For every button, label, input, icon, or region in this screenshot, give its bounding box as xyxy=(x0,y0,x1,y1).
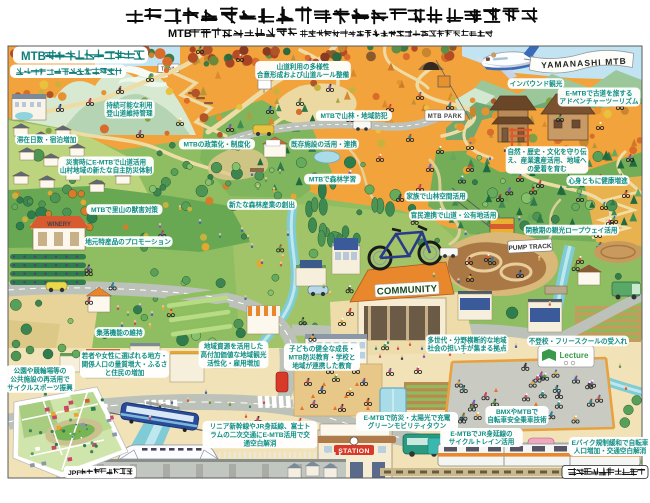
svg-text:地元特産品のプロモーション: 地元特産品のプロモーション xyxy=(85,237,171,246)
svg-text:アドベンチャーツーリズム: アドベンチャーツーリズム xyxy=(560,97,639,106)
svg-text:地域資源を活用した: 地域資源を活用した xyxy=(204,342,264,351)
svg-text:の愛着を育む: の愛着を育む xyxy=(527,164,567,173)
svg-text:不登校・フリースクールの受入れ: 不登校・フリースクールの受入れ xyxy=(529,337,628,346)
svg-text:登山道維持管理: 登山道維持管理 xyxy=(105,109,153,118)
svg-text:MTB防災教育・学校と: MTB防災教育・学校と xyxy=(288,353,355,362)
svg-text:子どもの健全な成長・: 子どもの健全な成長・ xyxy=(289,344,355,353)
svg-text:MTBの政策化・制度化: MTBの政策化・制度化 xyxy=(183,140,250,149)
svg-text:活性化・雇用増加: 活性化・雇用増加 xyxy=(207,358,260,367)
svg-text:YAMANASHI MTB: YAMANASHI MTB xyxy=(541,56,627,70)
svg-text:関係人口の量質増大・ふるさ: 関係人口の量質増大・ふるさ xyxy=(82,360,168,369)
svg-text:Lecture: Lecture xyxy=(560,351,589,360)
svg-text:グリーンモビリティタウン: グリーンモビリティタウン xyxy=(368,421,447,430)
svg-text:高付加価値な地域観光: 高付加価値な地域観光 xyxy=(201,350,267,359)
svg-text:人口増加・交通空白解消: 人口増加・交通空白解消 xyxy=(574,446,647,455)
svg-text:合意形成および山道ルール整備: 合意形成および山道ルール整備 xyxy=(256,70,350,79)
svg-text:山村地域の新たな自主防災体制: 山村地域の新たな自主防災体制 xyxy=(60,166,153,175)
svg-text:サイクルスポーツ振興: サイクルスポーツ振興 xyxy=(7,383,73,392)
svg-text:MTB: MTB xyxy=(21,51,46,63)
svg-text:MTBで里山の獣害対策: MTBで里山の獣害対策 xyxy=(91,205,158,214)
svg-text:MTB: MTB xyxy=(168,28,192,40)
svg-text:公園や競輪場等の: 公園や競輪場等の xyxy=(14,366,67,375)
svg-text:PUMP TRACK: PUMP TRACK xyxy=(508,243,552,252)
svg-text:災害時にE-MTBで山道活用: 災害時にE-MTBで山道活用 xyxy=(65,157,146,166)
svg-text:公共施設の再活用で: 公共施設の再活用で xyxy=(10,375,70,384)
svg-text:閑散期の観光ロープウェイ活用: 閑散期の観光ロープウェイ活用 xyxy=(526,226,618,235)
svg-text:MTB PARK: MTB PARK xyxy=(428,114,463,120)
svg-text:地域が連携した教育: 地域が連携した教育 xyxy=(292,361,352,370)
svg-text:ラムの二次交通にE-MTB活用で交: ラムの二次交通にE-MTB活用で交 xyxy=(210,430,310,439)
svg-text:E-MTBでJR身延線の: E-MTBでJR身延線の xyxy=(450,429,513,438)
svg-text:滞在日数・宿泊増加: 滞在日数・宿泊増加 xyxy=(17,135,77,144)
svg-text:WINERY: WINERY xyxy=(47,222,71,228)
svg-text:通空白解消: 通空白解消 xyxy=(244,438,277,447)
svg-text:E-MTBで古道を旅する: E-MTBで古道を旅する xyxy=(565,88,632,97)
svg-text:集落機能の維持: 集落機能の維持 xyxy=(95,328,143,337)
svg-text:家族で山林空間活用: 家族で山林空間活用 xyxy=(406,192,465,201)
svg-text:と住民の増加: と住民の増加 xyxy=(105,368,145,377)
svg-text:STATION: STATION xyxy=(338,448,370,455)
svg-text:MTBで山林・地域防犯: MTBで山林・地域防犯 xyxy=(320,111,387,120)
svg-text:新たな森林産業の創出: 新たな森林産業の創出 xyxy=(229,200,295,209)
svg-text:リニア新幹線やJR身延線、富士ト: リニア新幹線やJR身延線、富士ト xyxy=(210,422,311,431)
svg-text:自転車安全乗車技術: 自転車安全乗車技術 xyxy=(487,415,547,424)
svg-text:インバウンド観光: インバウンド観光 xyxy=(510,79,563,88)
svg-text:サイクルトレイン活用: サイクルトレイン活用 xyxy=(449,437,515,446)
svg-text:持続可能な利用: 持続可能な利用 xyxy=(106,100,152,109)
svg-text:え、産業遺産活用、地域へ: え、産業遺産活用、地域へ xyxy=(507,156,587,165)
svg-text:既存施設の活用・連携: 既存施設の活用・連携 xyxy=(291,140,357,149)
svg-text:自然・歴史・文化を守り伝: 自然・歴史・文化を守り伝 xyxy=(507,147,587,156)
svg-text:Eバイク規制緩和で自転車: Eバイク規制緩和で自転車 xyxy=(572,438,649,447)
svg-text:若者や女性に選ばれる地方・: 若者や女性に選ばれる地方・ xyxy=(82,351,168,360)
svg-text:BMXやMTBで: BMXやMTBで xyxy=(496,407,539,416)
svg-text:JPF: JPF xyxy=(68,470,80,477)
svg-text:MTBで森林学習: MTBで森林学習 xyxy=(309,175,356,184)
svg-text:多世代・分野横断的な地域: 多世代・分野横断的な地域 xyxy=(427,335,507,344)
svg-text:山道利用の多様性: 山道利用の多様性 xyxy=(277,62,330,71)
svg-text:E-MTBで防災・太陽光で充電: E-MTBで防災・太陽光で充電 xyxy=(364,413,451,422)
svg-text:心身ともに健康増進: 心身ともに健康増進 xyxy=(568,176,628,185)
svg-text:官民連携で山道・公有地活用: 官民連携で山道・公有地活用 xyxy=(411,211,497,220)
svg-text:社会の担い手が集まる拠点: 社会の担い手が集まる拠点 xyxy=(426,344,507,353)
svg-text:COMMUNITY: COMMUNITY xyxy=(377,283,438,297)
